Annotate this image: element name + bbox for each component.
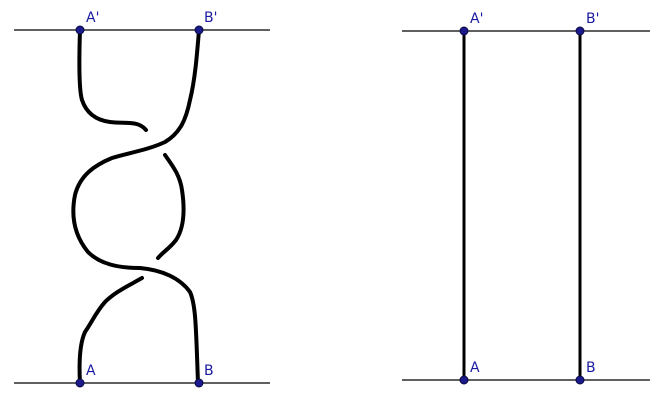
point-b-left[interactable] — [194, 378, 204, 388]
point-b-right[interactable] — [575, 375, 585, 385]
label-a-prime-left: A' — [86, 10, 99, 26]
label-b-prime-left: B' — [204, 10, 217, 26]
label-b-left: B — [204, 363, 214, 379]
left-strand-a-bottom — [77, 276, 144, 385]
point-a-prime-left[interactable] — [75, 25, 85, 35]
label-a-left: A — [86, 363, 96, 379]
point-a-right[interactable] — [459, 375, 469, 385]
left-strand-b-top — [71, 28, 201, 385]
label-a-prime-right: A' — [470, 11, 483, 27]
point-b-prime-left[interactable] — [194, 25, 204, 35]
left-strand-middle — [156, 153, 186, 260]
label-b-right: B — [586, 360, 596, 376]
point-b-prime-right[interactable] — [575, 26, 585, 36]
left-strand-a-top — [77, 28, 148, 132]
label-a-right: A — [470, 360, 480, 376]
point-a-left[interactable] — [75, 378, 85, 388]
right-diagram: A' B' A B — [402, 11, 650, 385]
point-a-prime-right[interactable] — [459, 26, 469, 36]
left-diagram: A' B' A B — [14, 10, 270, 388]
label-b-prime-right: B' — [586, 11, 599, 27]
